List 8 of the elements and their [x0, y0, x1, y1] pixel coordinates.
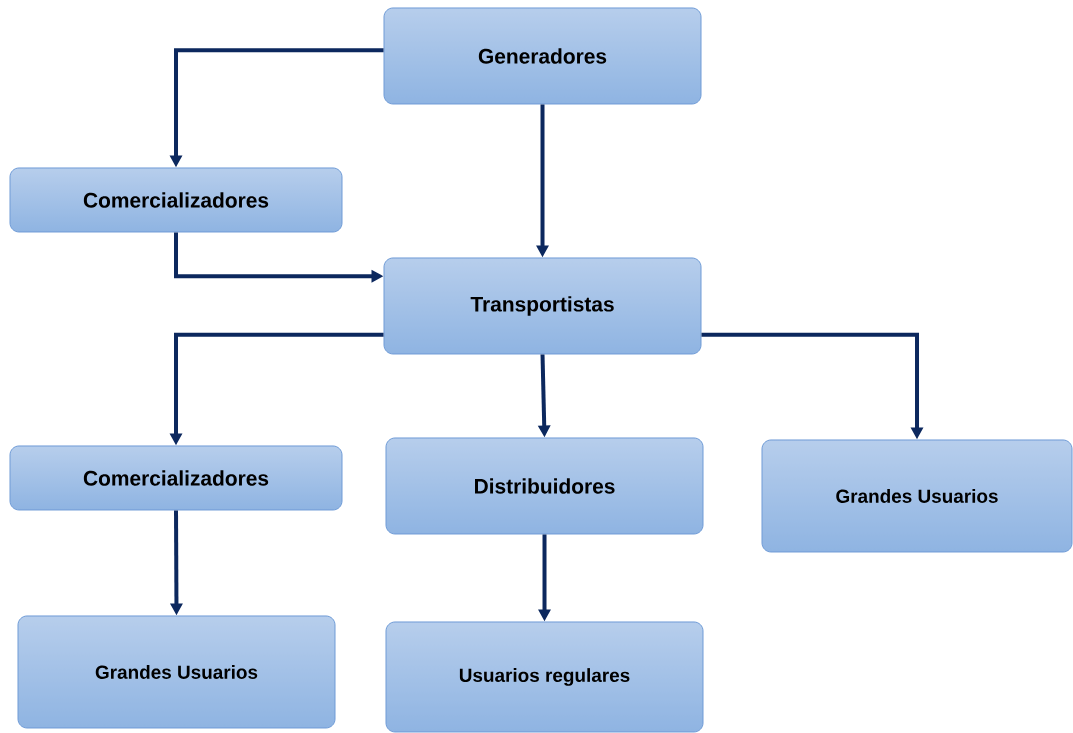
process-box: Distribuidores: [385, 437, 704, 535]
process-box: Transportistas: [383, 257, 702, 355]
process-box: Usuarios regulares: [385, 621, 704, 733]
process-box: Comercializadores: [9, 167, 343, 233]
process-box: Generadores: [383, 7, 702, 105]
process-box: Comercializadores: [9, 445, 343, 511]
process-box: Grandes Usuarios: [17, 615, 336, 729]
process-box: Grandes Usuarios: [761, 439, 1073, 553]
